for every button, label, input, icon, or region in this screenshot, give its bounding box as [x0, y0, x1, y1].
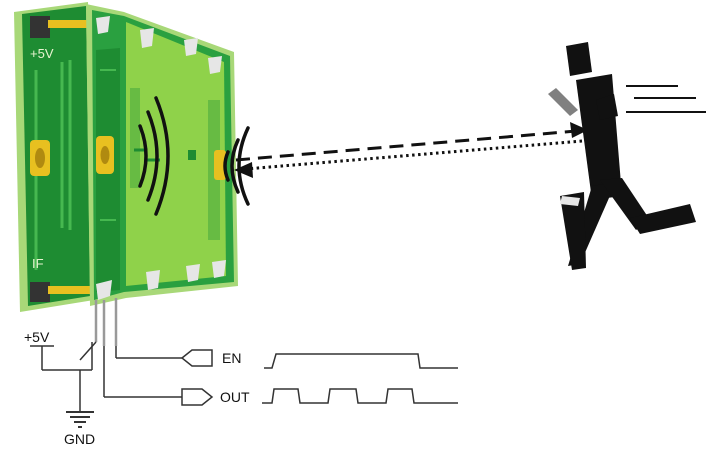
- back-pcb: +5V IF: [14, 2, 94, 312]
- out-connector-tag: [181, 388, 214, 406]
- radar-wave-icon: [138, 96, 250, 216]
- running-person-icon: [548, 42, 696, 270]
- out-waveform: [262, 388, 458, 404]
- speed-lines-icon: [626, 85, 706, 113]
- en-connector-tag: [180, 349, 213, 367]
- top-pin-header: [30, 16, 50, 38]
- sensor-pins: [94, 298, 118, 346]
- wiring: [30, 341, 182, 412]
- front-pcb: [86, 4, 238, 306]
- antenna-area: [126, 22, 226, 286]
- en-label: EN: [222, 350, 241, 366]
- pcb-if-label: IF: [32, 256, 44, 271]
- supply-label: +5V: [24, 329, 50, 345]
- out-label: OUT: [220, 389, 250, 405]
- en-waveform: [264, 353, 458, 369]
- ground-label: GND: [64, 431, 95, 447]
- bottom-pin-header: [30, 282, 50, 302]
- pcb-supply-label: +5V: [30, 46, 54, 61]
- antenna-pad: [214, 150, 226, 180]
- reflect-arrow: [234, 139, 583, 178]
- transmit-arrow: [235, 122, 588, 162]
- ground-symbol-icon: [66, 411, 94, 428]
